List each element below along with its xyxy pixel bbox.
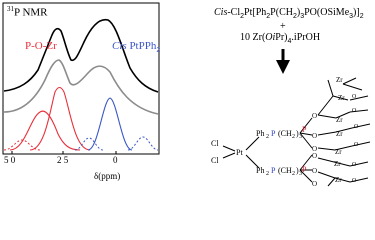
p-atom-lower-phosphonate: P [302, 165, 307, 174]
zirconium-reagent-formula: 10 Zr(OiPr)4.iPrOH [240, 32, 321, 46]
p-atom-upper-phosphine: P [271, 129, 276, 138]
chain-upper-sub: 2 [292, 134, 295, 140]
peak-label-cis-ptpph2: Cis PtPPh2 [112, 40, 161, 55]
chain-lower-close: ) [296, 166, 299, 175]
zr-atom: Zr [335, 148, 342, 156]
chain-lower-sub: 2 [292, 171, 295, 177]
nmr-spectrum-plot: Cl Cl Pt Ph 2 P (CH 2 ) 3 Ph 2 P (CH 2 )… [2, 2, 371, 188]
p-atom-upper-phosphonate: P [302, 125, 307, 134]
p-o-zr-gaussian-broad [9, 110, 81, 151]
zr-atom: Zr [336, 130, 343, 138]
o-atom: O [352, 94, 357, 100]
o-atom: O [312, 132, 317, 140]
cis-ptpph2-gaussian-minor-right [127, 136, 159, 151]
o-atom: O [352, 108, 357, 114]
chain-lower-sub2: 3 [299, 171, 302, 177]
experimental-trace [3, 18, 159, 93]
chain-upper-sub2: 3 [299, 134, 302, 140]
x-tick-label-0: 0 [113, 155, 118, 165]
zr-atom: Zr [334, 160, 341, 168]
peak-label-p-o-zr: P-O-Zr [25, 40, 57, 52]
simulated-sum-trace [3, 59, 159, 115]
cl-atom-top: Cl [211, 139, 219, 148]
o-atom: O [312, 112, 317, 120]
o-atom: O [312, 145, 317, 153]
p-o-zr-gaussian-minor-dotted [3, 139, 41, 151]
p-atom-lower-phosphine: P [271, 166, 276, 175]
o-atom: O [312, 180, 317, 188]
x-axis-label: δ(ppm) [94, 171, 121, 181]
ph2-upper-sub: 2 [266, 134, 269, 140]
o-atom: O [312, 167, 317, 175]
plus-sign: + [280, 21, 286, 32]
figure: Cl Cl Pt Ph 2 P (CH 2 ) 3 Ph 2 P (CH 2 )… [2, 2, 371, 188]
cl-atom-bottom: Cl [211, 156, 219, 165]
x-tick-label-25: 2 5 [57, 155, 69, 165]
chain-lower: (CH [278, 166, 292, 175]
zr-atom: Zr [335, 176, 342, 184]
zr-atom: Zr [336, 76, 343, 84]
structure-bonds [222, 77, 371, 187]
reaction-arrow-head [276, 60, 290, 74]
o-atom: O [354, 142, 359, 148]
pt-atom: Pt [236, 148, 243, 157]
ph2-lower-sub: 2 [266, 171, 269, 177]
x-tick-label-50: 5 0 [4, 155, 16, 165]
chain-upper-close: ) [296, 129, 299, 138]
chain-upper: (CH [278, 129, 292, 138]
nmr-nucleus-title: 31P NMR [7, 5, 48, 19]
p-o-zr-gaussian-main [29, 86, 91, 151]
o-atom: O [354, 124, 359, 130]
cis-ptpph2-gaussian-minor-left [74, 137, 104, 151]
ph2-upper: Ph [256, 129, 264, 138]
reactant-formula: Cis-Cl2Pt[Ph2P(CH2)3PO(OSiMe3)]2 [214, 7, 364, 21]
zr-atom: Zr [338, 94, 345, 102]
plot-frame [2, 2, 160, 155]
ph2-lower: Ph [256, 166, 264, 175]
o-atom: O [312, 152, 317, 160]
zr-atom: Zr [336, 116, 343, 124]
o-atom: O [352, 178, 357, 184]
o-atom: O [352, 162, 357, 168]
structure-atoms: Cl Cl Pt Ph 2 P (CH 2 ) 3 Ph 2 P (CH 2 )… [211, 76, 359, 188]
cis-ptpph2-gaussian-main [87, 97, 133, 151]
